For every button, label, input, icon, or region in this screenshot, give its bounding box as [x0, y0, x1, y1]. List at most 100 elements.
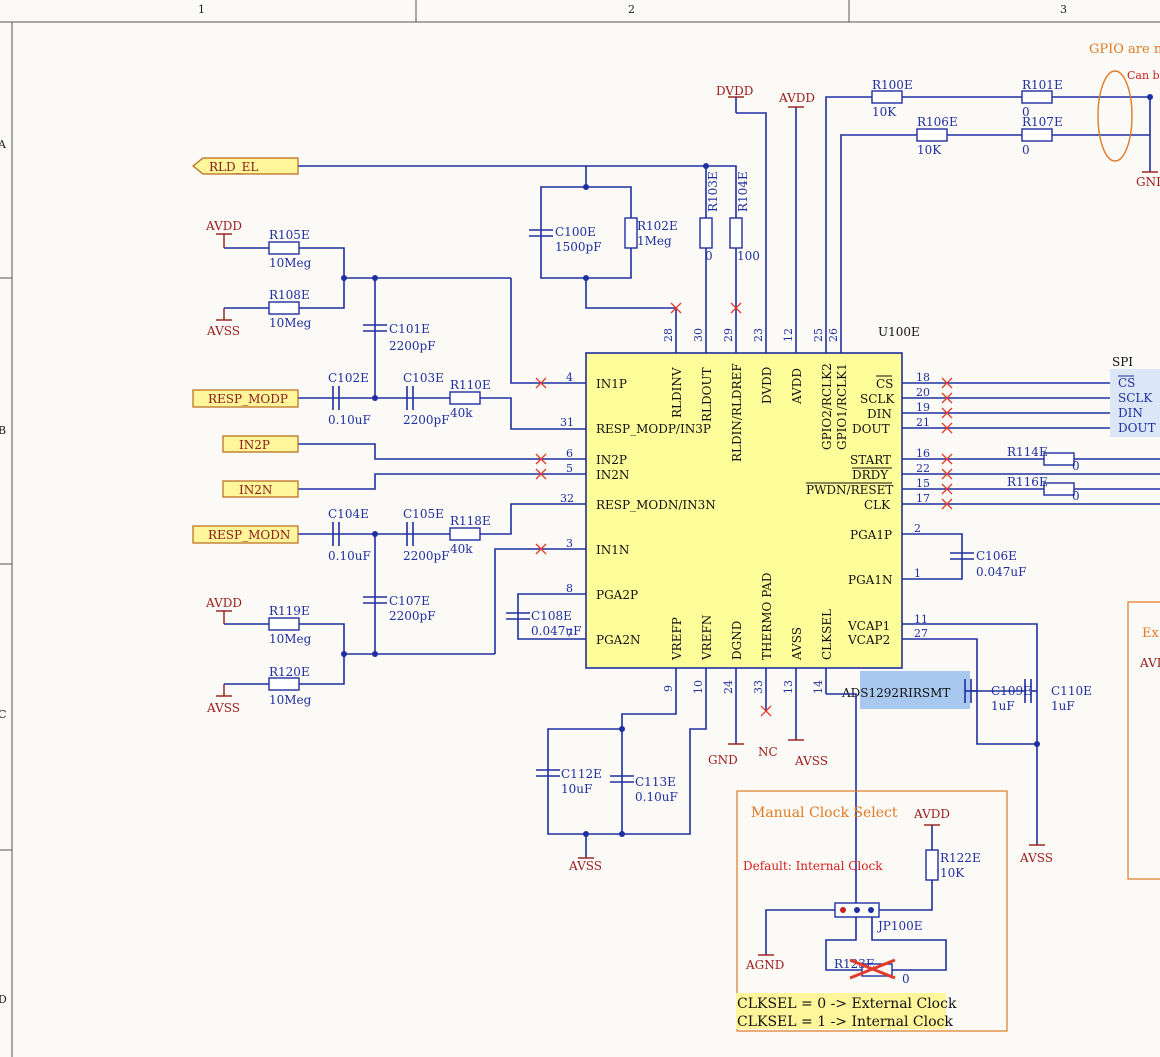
pin-dvdd: DVDD [760, 367, 774, 404]
c104-val: 0.10uF [328, 549, 371, 563]
pin-num-19: 19 [916, 401, 930, 414]
pin-in1p: IN1P [596, 377, 627, 391]
c107-ref: C107E [389, 594, 430, 608]
chip-u100e[interactable]: U100E ADS1292RIRSMT [585, 325, 970, 709]
r108-val: 10Meg [269, 316, 312, 330]
c100-ref: C100E [555, 225, 596, 239]
pin-pga1p: PGA1P [850, 528, 892, 542]
frame-col-1: 1 [198, 3, 205, 16]
gpio-note: GPIO are n Can b [1089, 42, 1160, 162]
pin-in2n: IN2N [596, 468, 629, 482]
c102-ref: C102E [328, 371, 369, 385]
pin-dout: DOUT [852, 422, 890, 436]
pin-num-23: 23 [752, 328, 765, 342]
r116-val: 0 [1072, 489, 1080, 503]
r108-ref: R108E [269, 288, 310, 302]
r110-ref: R110E [450, 378, 491, 392]
c113-val: 0.10uF [635, 790, 678, 804]
pin-in2p: IN2P [596, 453, 627, 467]
pin-clksel: CLKSEL [820, 609, 834, 660]
power-avdd-1: AVDD [205, 219, 242, 233]
chip-part-number: ADS1292RIRSMT [841, 686, 950, 700]
pin-num-21: 21 [916, 416, 930, 429]
pin-num-9: 9 [662, 685, 675, 692]
pin-num-12: 12 [782, 328, 795, 342]
power-symbols: AVDD AVSS AVDD AVSS DVDD AVDD GND NC AVS… [205, 84, 1160, 972]
pin-num-4: 4 [566, 371, 573, 384]
r107-val: 0 [1022, 143, 1030, 157]
spi-sclk: SCLK [1118, 391, 1153, 405]
svg-text:Ex: Ex [1142, 626, 1159, 641]
power-agnd: AGND [745, 958, 784, 972]
ex-note: Ex AVDD [1127, 601, 1160, 880]
chip-left-pins: IN1P RESP_MODP/IN3P IN2P IN2N RESP_MODN/… [560, 371, 716, 647]
c108-ref: C108E [531, 609, 572, 623]
c109-val: 1uF [991, 699, 1015, 713]
frame-row-c: C [0, 708, 6, 721]
pin-gpio2: GPIO2/RCLK2 [820, 363, 834, 450]
pin-num-11: 11 [914, 613, 928, 626]
clksel-1-note: CLKSEL = 1 -> Internal Clock [737, 1014, 953, 1030]
spi-din: DIN [1118, 406, 1143, 420]
power-avss-4: AVSS [568, 859, 602, 873]
c101-val: 2200pF [389, 339, 436, 353]
frame-col-3: 3 [1060, 3, 1067, 16]
pin-num-7: 7 [566, 627, 573, 640]
pin-vrefn: VREFN [700, 615, 714, 661]
pin-num-1: 1 [914, 567, 921, 580]
power-gnd-2: GND [1136, 175, 1160, 189]
pin-num-24: 24 [722, 680, 735, 694]
pin-num-16: 16 [916, 447, 930, 460]
r101-ref: R101E [1022, 78, 1063, 92]
pin-num-30: 30 [692, 328, 705, 342]
port-rld-el[interactable]: RLD_EL [192, 157, 299, 175]
r104-ref: R104E [736, 171, 750, 212]
c102-val: 0.10uF [328, 413, 371, 427]
frame-row-b: B [0, 424, 6, 437]
r106-ref: R106E [917, 115, 958, 129]
port-in2p[interactable]: IN2P [222, 435, 299, 453]
r119-val: 10Meg [269, 632, 312, 646]
frame-row-a: A [0, 138, 7, 151]
c107-val: 2200pF [389, 609, 436, 623]
pin-num-26: 26 [827, 328, 840, 342]
r100-val: 10K [872, 105, 897, 119]
r116-ref: R116E [1007, 475, 1048, 489]
resistors[interactable] [268, 90, 1075, 977]
r114-ref: R114E [1007, 445, 1048, 459]
gpio-note-text2: Can b [1127, 69, 1160, 82]
jumper-jp100e[interactable] [834, 902, 880, 918]
clock-default-note: Default: Internal Clock [743, 859, 883, 873]
power-avss-3: AVSS [794, 754, 828, 768]
r123-ref: R123E [834, 957, 875, 971]
pin-num-15: 15 [916, 477, 930, 490]
chip-right-pins: CS SCLK DIN DOUT START DRDY PWDN/RESET C… [806, 371, 930, 647]
r101-val: 0 [1022, 105, 1030, 119]
pin-num-31: 31 [560, 416, 574, 429]
port-in2n[interactable]: IN2N [222, 480, 299, 498]
pin-num-28: 28 [662, 328, 675, 342]
pin-num-22: 22 [916, 462, 930, 475]
pin-vcap1: VCAP1 [847, 619, 890, 633]
r107-ref: R107E [1022, 115, 1063, 129]
pin-din: DIN [867, 407, 892, 421]
c100-val: 1500pF [555, 240, 602, 254]
pin-start: START [850, 453, 891, 467]
frame-col-2: 2 [628, 3, 635, 16]
r120-ref: R120E [269, 665, 310, 679]
pin-num-27: 27 [914, 627, 928, 640]
chip-part-highlight [860, 671, 970, 709]
pin-avdd: AVDD [790, 368, 804, 405]
port-resp-modp[interactable]: RESP_MODP [192, 389, 299, 408]
port-resp-modn[interactable]: RESP_MODN [192, 525, 299, 544]
pin-avss: AVSS [790, 627, 804, 661]
pin-thermo-pad: THERMO PAD [760, 573, 774, 660]
c103-val: 2200pF [403, 413, 450, 427]
c110-ref: C110E [1051, 684, 1092, 698]
pin-rldinv: RLDINV [670, 367, 684, 418]
r118-val: 40k [450, 542, 473, 556]
pin-pga2n: PGA2N [596, 633, 640, 647]
r102-ref: R102E [637, 219, 678, 233]
pin-resp-modn: RESP_MODN/IN3N [596, 498, 716, 512]
